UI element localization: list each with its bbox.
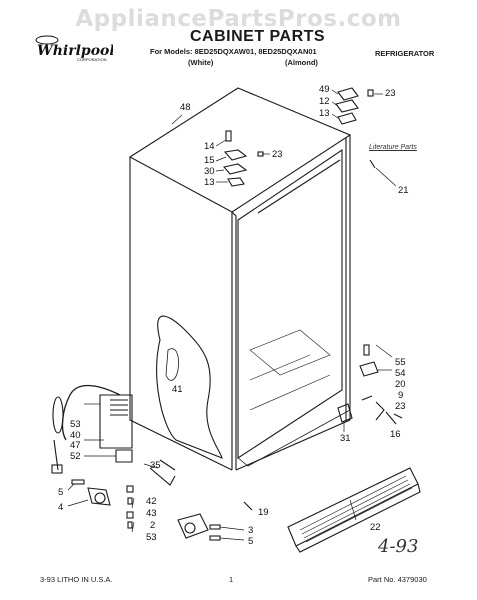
- screw-5b: [209, 535, 221, 541]
- callout-35: 35: [150, 460, 161, 471]
- cord-coil: [52, 396, 64, 434]
- callout-13-top-right: 13: [319, 108, 330, 119]
- callout-47: 47: [70, 440, 81, 451]
- callout-12: 12: [319, 96, 330, 107]
- callout-9: 9: [398, 390, 404, 401]
- watermark: AppliancePartsPros.com: [75, 6, 402, 32]
- screw-19: [243, 501, 253, 511]
- callout-41: 41: [172, 384, 183, 395]
- callout-40: 40: [70, 430, 81, 441]
- callout-31: 31: [340, 433, 351, 444]
- callout-23: 23: [272, 149, 283, 160]
- callout-16: 16: [390, 429, 401, 440]
- hinge-15: [223, 149, 248, 161]
- screw-14: [225, 130, 232, 142]
- page-title: CABINET PARTS: [190, 28, 326, 45]
- cabinet-top: [128, 87, 352, 213]
- power-cord: [61, 384, 121, 441]
- part-31: [337, 403, 353, 423]
- hinge-12: [335, 99, 359, 113]
- category-label: REFRIGERATOR: [375, 49, 435, 58]
- callout-22: 22: [370, 522, 381, 533]
- screw-23b: [367, 89, 374, 97]
- brand-sub: CORPORATION: [77, 57, 107, 62]
- literature-21: [369, 159, 376, 169]
- whirlpool-logo: Whirlpool CORPORATION: [33, 34, 115, 64]
- callout-4: 4: [58, 502, 64, 513]
- callout-53-left: 53: [70, 419, 81, 430]
- brand-name: Whirlpool: [37, 43, 113, 59]
- callout-20: 20: [395, 379, 406, 390]
- color-white-label: (White): [188, 58, 214, 67]
- callout-23-top-right: 23: [385, 88, 396, 99]
- hinge-30: [222, 163, 248, 175]
- part-2: [126, 511, 134, 519]
- caster-4: [87, 487, 111, 506]
- hinge-13b: [337, 112, 357, 125]
- callout-5-left: 5: [58, 487, 64, 498]
- relay-box: [99, 394, 133, 449]
- part-9: [375, 401, 385, 421]
- callout-48: 48: [180, 102, 191, 113]
- part-20: [361, 395, 373, 401]
- footer-litho: 3-93 LITHO IN U.S.A.: [40, 575, 113, 584]
- part-42: [126, 485, 134, 493]
- callout-53-bottom: 53: [146, 532, 157, 543]
- part-53b: [127, 521, 133, 529]
- part-16: [385, 411, 397, 425]
- tube-35: [149, 467, 176, 486]
- callout-30: 30: [204, 166, 215, 177]
- bracket-52: [115, 449, 133, 463]
- callout-55: 55: [395, 357, 406, 368]
- callout-52: 52: [70, 451, 81, 462]
- screw-5a: [71, 479, 85, 485]
- cabinet-left-side: [129, 157, 233, 471]
- callout-42: 42: [146, 496, 157, 507]
- callout-21: 21: [398, 185, 409, 196]
- callout-43: 43: [146, 508, 157, 519]
- literature-parts-label: Literature Parts: [369, 144, 417, 151]
- callout-14: 14: [204, 141, 215, 152]
- handwritten-note: 4-93: [378, 536, 419, 557]
- screw-55: [363, 344, 370, 356]
- callout-54: 54: [395, 368, 406, 379]
- callout-49: 49: [319, 84, 330, 95]
- color-almond-label: (Almond): [285, 58, 318, 67]
- cabinet-opening: [237, 148, 343, 460]
- side-cutout: [156, 315, 223, 459]
- callout-13: 13: [204, 177, 215, 188]
- footer-part-number: Part No. 4379030: [368, 575, 427, 584]
- callout-2: 2: [150, 520, 156, 531]
- screw-23c: [393, 413, 403, 419]
- insulation-part: [165, 348, 179, 381]
- callout-23-right: 23: [395, 401, 406, 412]
- hinge-13: [227, 177, 245, 187]
- footer-page-number: 1: [229, 575, 234, 584]
- hinge-49: [337, 87, 359, 101]
- callout-5-bottom: 5: [248, 536, 254, 547]
- models-line: For Models: 8ED25DQXAW01, 8ED25DQXAN01: [150, 47, 317, 56]
- bracket-54: [359, 361, 379, 377]
- callout-3: 3: [248, 525, 254, 536]
- callout-19: 19: [258, 507, 269, 518]
- screw-3: [209, 524, 221, 530]
- callout-15: 15: [204, 155, 215, 166]
- part-43: [127, 497, 133, 505]
- cord-plug: [51, 464, 63, 474]
- roller-assembly: [177, 513, 209, 539]
